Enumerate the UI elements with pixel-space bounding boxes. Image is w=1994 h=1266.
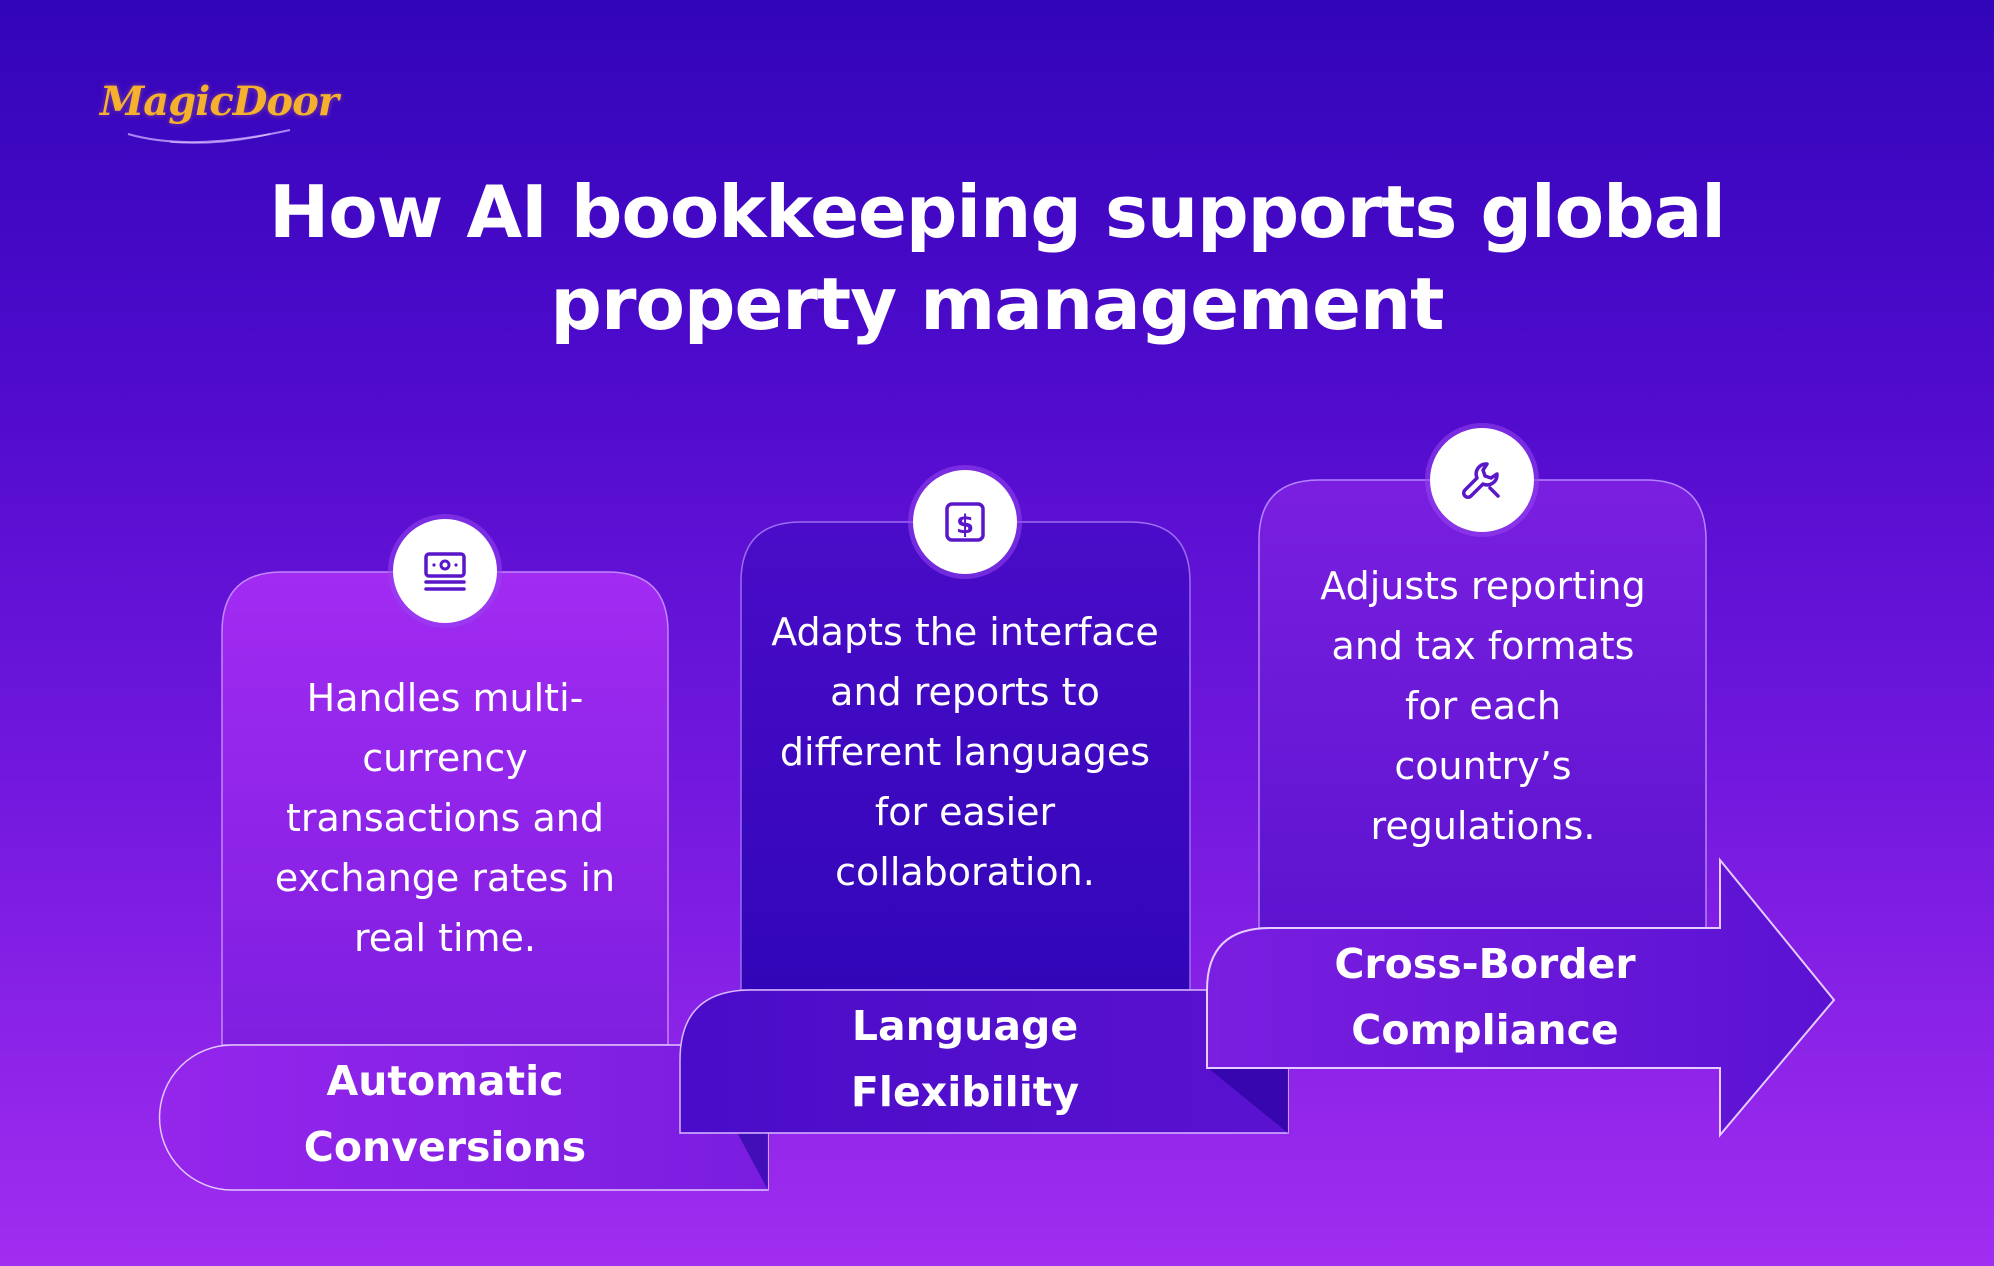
logo-swoosh [127, 129, 291, 144]
step-2-label: Language Flexibility [850, 1002, 1080, 1116]
wrench-icon [1462, 462, 1500, 499]
icon-badge-2: $ [913, 470, 1017, 574]
ribbon-2 [679, 989, 1289, 1134]
step-3-label: Cross-Border Compliance [1334, 940, 1636, 1054]
step-card-1 [221, 571, 669, 1046]
svg-text:$: $ [956, 510, 974, 540]
ribbon-1 [158, 1044, 769, 1191]
magicdoor-logo: MagicDoor [100, 72, 339, 152]
step-1-description: Handles multi-currency transactions and … [274, 676, 616, 960]
icon-badge-3 [1430, 428, 1534, 532]
step-2-description: Adapts the interface and reports to diff… [771, 610, 1159, 894]
money-bill-icon [424, 552, 466, 591]
step-1-label: Automatic Conversions [303, 1057, 587, 1171]
logo-wordmark: MagicDoor [100, 78, 339, 125]
ribbon-3-arrow [1206, 857, 1836, 1138]
icon-badge-1 [393, 519, 497, 623]
step-card-2 [740, 521, 1191, 991]
step-card-3 [1258, 479, 1707, 929]
page-title: How AI bookkeeping supports global prope… [269, 170, 1726, 346]
step-3-description: Adjusts reporting and tax formats for ea… [1320, 564, 1646, 848]
ribbon-fold-2 [1208, 1068, 1288, 1133]
dollar-square-icon: $ [945, 502, 985, 542]
